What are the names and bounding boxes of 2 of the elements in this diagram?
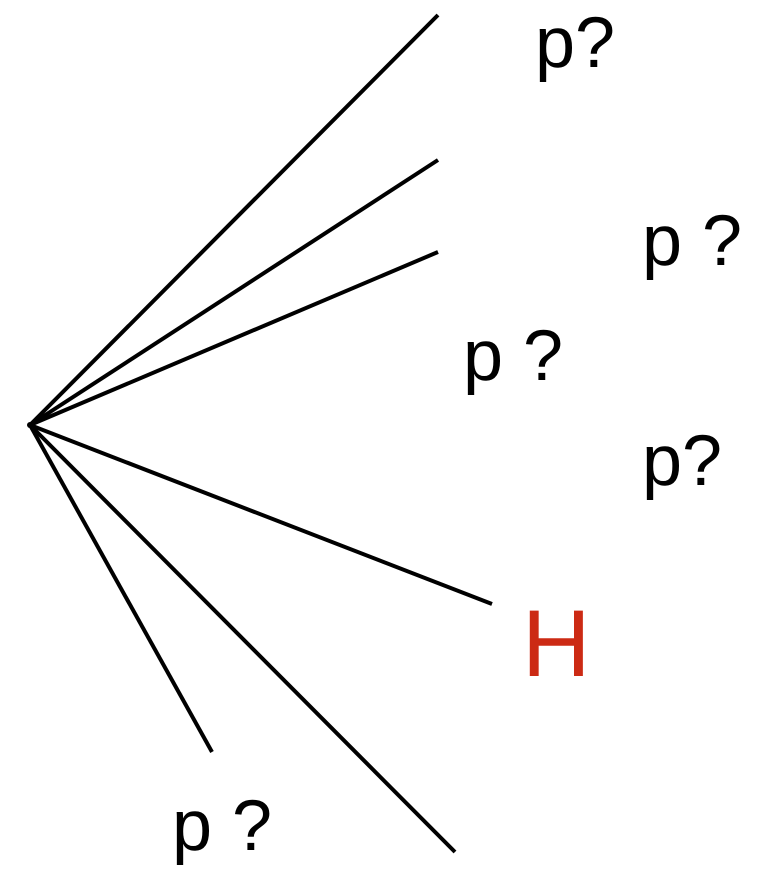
- junction-point: [27, 422, 33, 428]
- outcome-letter: H: [492, 597, 591, 692]
